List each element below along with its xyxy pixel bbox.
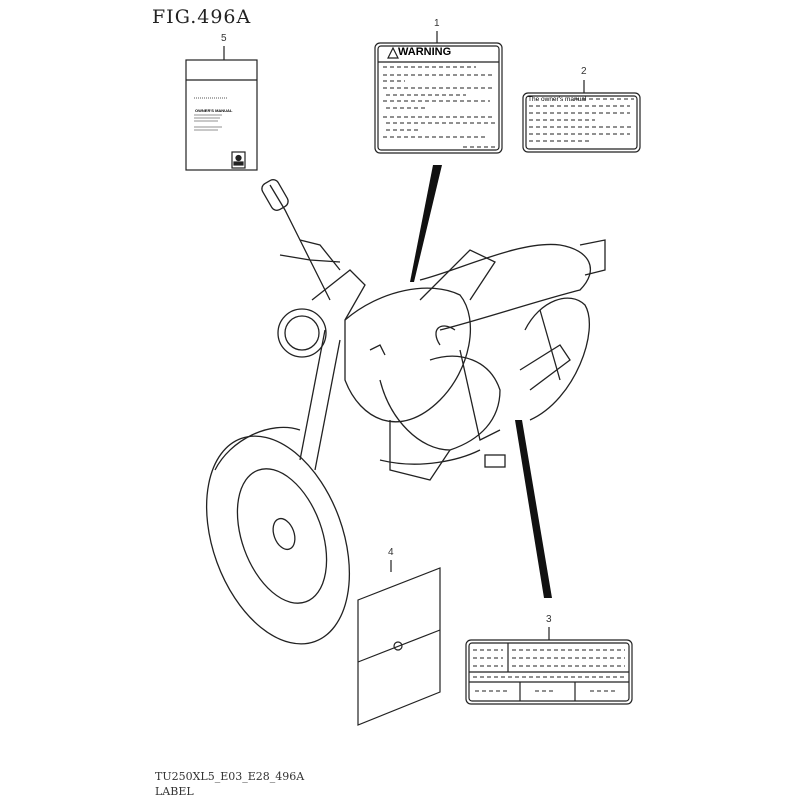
callout-2: 2 bbox=[581, 66, 587, 77]
callout-3: 3 bbox=[546, 614, 552, 625]
part-5-owners-manual[interactable] bbox=[185, 46, 258, 171]
diagram-caption: LABEL bbox=[155, 785, 194, 798]
callout-1: 1 bbox=[434, 18, 440, 29]
figure-title: FIG.496A bbox=[152, 6, 252, 28]
callout-5: 5 bbox=[221, 33, 227, 44]
warning-heading: WARNING bbox=[398, 46, 452, 58]
part-2-owners-manual-label[interactable] bbox=[522, 80, 641, 153]
motorcycle-illustration bbox=[205, 179, 606, 645]
part-4-frame-label[interactable] bbox=[357, 560, 441, 726]
diagram-code: TU250XL5_E03_E28_496A bbox=[155, 770, 305, 783]
manual-cover-text: OWNER'S MANUAL bbox=[195, 108, 233, 113]
part-1-warning-label[interactable] bbox=[374, 31, 503, 282]
part-3-tire-info-label[interactable] bbox=[465, 420, 633, 705]
owners-manual-text: The owner's manual bbox=[528, 96, 587, 103]
callout-4: 4 bbox=[388, 547, 394, 558]
